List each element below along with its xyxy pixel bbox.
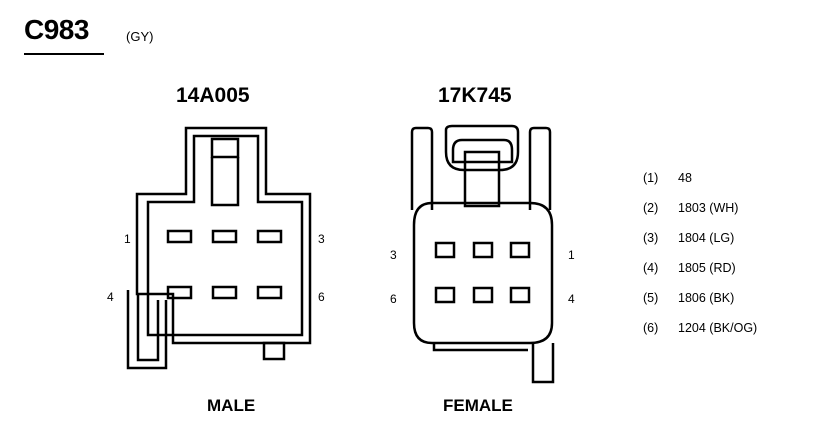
female-pin-number: 1 — [568, 248, 575, 262]
pinout-row: (2) 1803 (WH) — [643, 201, 738, 215]
title-underline — [24, 53, 104, 55]
connector-color: (GY) — [126, 29, 154, 44]
circuit-id: 1204 (BK/OG) — [678, 321, 758, 335]
male-pin-number: 1 — [124, 232, 131, 246]
male-connector-outline — [126, 126, 312, 370]
pinout-row: (4) 1805 (RD) — [643, 261, 736, 275]
pin-id: (3) — [643, 231, 659, 245]
female-pin-number: 3 — [390, 248, 397, 262]
male-pin-number: 3 — [318, 232, 325, 246]
pin-id: (2) — [643, 201, 659, 215]
pin-id: (6) — [643, 321, 659, 335]
female-label: FEMALE — [443, 396, 513, 415]
pinout-row: (5) 1806 (BK) — [643, 291, 734, 305]
female-part-number: 17K745 — [438, 84, 512, 107]
female-connector-outline — [410, 124, 555, 384]
female-pin-number: 6 — [390, 292, 397, 306]
female-pin-cavities — [434, 241, 531, 304]
pin-id: (4) — [643, 261, 659, 275]
pin-id: (5) — [643, 291, 659, 305]
circuit-id: 1806 (BK) — [678, 291, 735, 305]
pin-id: (1) — [643, 171, 659, 185]
male-label: MALE — [207, 396, 256, 415]
male-pin-number: 4 — [107, 290, 114, 304]
circuit-id: 1805 (RD) — [678, 261, 736, 275]
pinout-row: (3) 1804 (LG) — [643, 231, 734, 245]
circuit-id: 1804 (LG) — [678, 231, 735, 245]
male-part-number: 14A005 — [176, 84, 250, 107]
male-pin-number: 6 — [318, 290, 325, 304]
circuit-id: 48 — [678, 171, 692, 185]
male-pin-cavities — [166, 229, 283, 300]
pinout-row: (1) 48 — [643, 171, 692, 185]
circuit-id: 1803 (WH) — [678, 201, 739, 215]
female-pin-number: 4 — [568, 292, 575, 306]
pinout-row: (6) 1204 (BK/OG) — [643, 321, 757, 335]
connector-id: C983 — [24, 14, 89, 45]
